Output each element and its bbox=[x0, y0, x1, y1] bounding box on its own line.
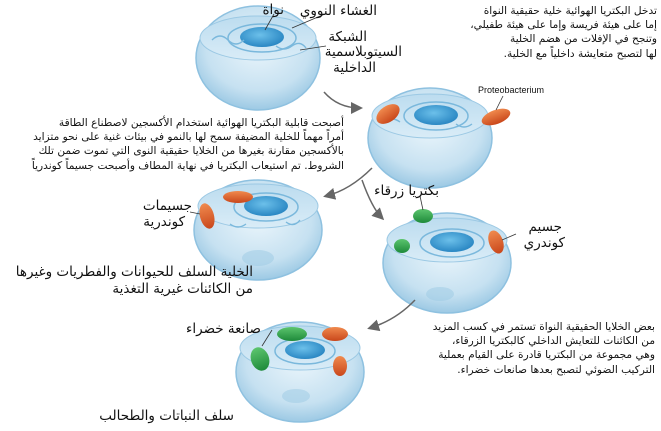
paragraph-line: لها لتصبح متعايشة داخلياً مع الخلية. bbox=[503, 47, 657, 60]
arrow-1 bbox=[323, 91, 363, 114]
label-er-line3: الداخلية bbox=[333, 60, 376, 76]
arrow-3 bbox=[361, 179, 385, 221]
chloroplast bbox=[250, 347, 270, 371]
cell-2 bbox=[367, 87, 511, 189]
nuclear-envelope bbox=[227, 23, 297, 53]
cell-4 bbox=[382, 209, 512, 314]
label-mitochondrion-line2: كوندري bbox=[523, 235, 565, 251]
leader-proteobacterium bbox=[495, 95, 504, 111]
leader-nuclear-envelope bbox=[291, 13, 326, 29]
paragraph-oxygen: أصبحت قابلية البكتريا الهوائية استخدام ا… bbox=[32, 116, 344, 173]
paragraph-line: وتنجح في الإفلات من هضم الخلية bbox=[510, 33, 657, 46]
paragraph-line: إما على هيئة فريسة وإما على هيئة طفيلي، bbox=[470, 19, 657, 32]
engulfed-bacterium bbox=[376, 104, 400, 124]
label-mitochondrion-line1: جسيم bbox=[528, 219, 562, 235]
nucleus bbox=[430, 232, 474, 252]
label-chloroplast: صانعة خضراء bbox=[186, 321, 261, 337]
leader-er bbox=[299, 45, 327, 51]
label-animal-ancestor-line2: من الكائنات غيرية التغذية bbox=[112, 281, 253, 297]
endoplasmic-reticulum bbox=[211, 35, 307, 50]
nucleus bbox=[414, 105, 458, 125]
leader-mitochondrion bbox=[501, 233, 517, 241]
label-nucleus: نواة bbox=[262, 2, 284, 18]
mitochondrion bbox=[333, 356, 347, 376]
label-plant-ancestor: سلف النباتات والطحالب bbox=[99, 408, 234, 424]
paragraph-entry: تدخل البكتريا الهوائية خلية حقيقية النوا… bbox=[470, 4, 657, 61]
paragraph-line: تدخل البكتريا الهوائية خلية حقيقية النوا… bbox=[483, 5, 657, 17]
cell-3 bbox=[193, 179, 323, 281]
cell-5 bbox=[235, 321, 365, 423]
chloroplast bbox=[277, 327, 307, 341]
paragraph-line: وهي مجموعة من البكتريا قادرة على القيام … bbox=[438, 349, 655, 362]
label-animal-ancestor-line1: الخلية السلف للحيوانات والفطريات وغيرها bbox=[15, 264, 253, 280]
leader-cyanobacteria bbox=[419, 195, 424, 211]
paragraph-line: الشروط. تم استيعاب البكتريا في نهاية الم… bbox=[31, 159, 344, 172]
arrow-4 bbox=[367, 299, 416, 332]
label-mitochondria-line2: كوندرية bbox=[143, 214, 185, 230]
cyanobacterium bbox=[413, 209, 433, 223]
label-proteobacterium: Proteobacterium bbox=[478, 85, 545, 95]
paragraph-line: أمراً مهماً للخلية المضيفة سمح لها بالنم… bbox=[33, 131, 344, 144]
paragraph-line: بعض الخلايا الحقيقية النواة تستمر في كسب… bbox=[432, 321, 655, 333]
nucleus bbox=[285, 341, 325, 359]
leader-mitochondria bbox=[189, 211, 201, 215]
cell-1 bbox=[195, 5, 321, 111]
leader-chloroplast bbox=[261, 329, 273, 347]
paragraph-line: التركيب الضوئي لتصبح بعدها صانعات خضراء. bbox=[457, 363, 655, 376]
leader-nucleus bbox=[264, 13, 275, 31]
paragraph-cyanobacteria: بعض الخلايا الحقيقية النواة تستمر في كسب… bbox=[433, 320, 655, 377]
paragraph-line: من الكائنات للتعايش الداخلي كالبكتريا ال… bbox=[451, 335, 655, 348]
proteobacterium bbox=[481, 108, 511, 126]
label-mitochondria-line1: جسيمات bbox=[142, 198, 192, 214]
paragraph-line: أصبحت قابلية البكتريا الهوائية استخدام ا… bbox=[58, 117, 344, 129]
label-er-line2: السيتوبلاسمية bbox=[324, 44, 402, 60]
label-nuclear-envelope: الغشاء النووي bbox=[299, 3, 377, 19]
mitochondrion bbox=[322, 327, 348, 341]
mitochondrion bbox=[199, 203, 215, 229]
label-cyanobacteria: بكتريا زرقاء bbox=[374, 183, 439, 199]
nucleus bbox=[240, 27, 284, 47]
cyanobacterium bbox=[394, 239, 410, 253]
mitochondrion bbox=[223, 191, 253, 203]
mitochondrion bbox=[488, 230, 504, 254]
nucleus bbox=[244, 196, 288, 216]
label-er-line1: الشبكة bbox=[328, 29, 367, 45]
paragraph-line: بالأكسجين مقارنة بغيرها من الخلايا حقيقي… bbox=[38, 145, 344, 158]
arrow-2 bbox=[323, 167, 373, 200]
